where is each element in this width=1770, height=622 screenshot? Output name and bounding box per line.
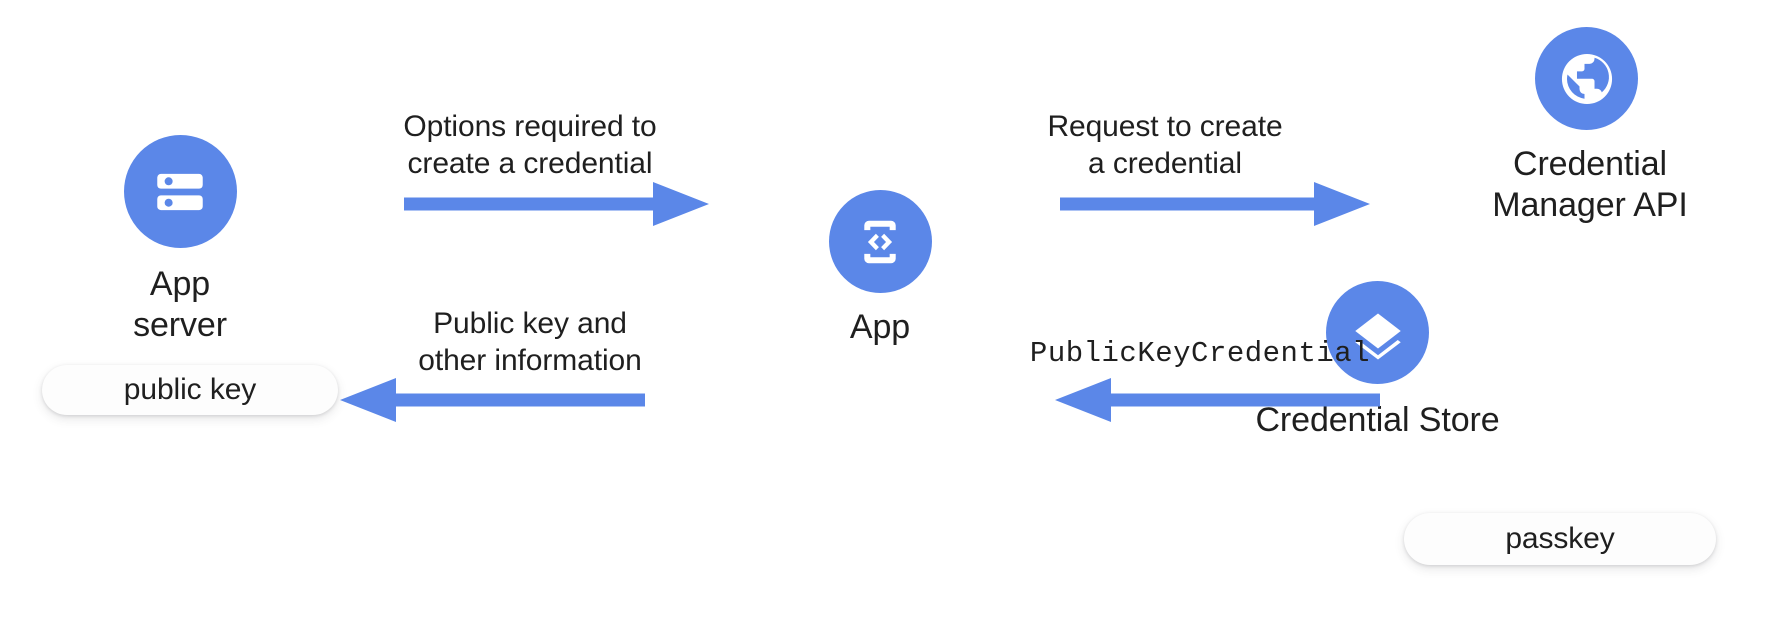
- arrow-caption-options-required: Options required to create a credential: [403, 110, 657, 180]
- layers-icon: [1326, 281, 1429, 384]
- badge-passkey-label: passkey: [1505, 522, 1615, 555]
- node-label-credential-store: Credential Store: [1255, 401, 1500, 439]
- arrow-caption-request-to-create: Request to create a credential: [1047, 110, 1283, 180]
- node-label-credential-manager-api: Credential Manager API: [1492, 145, 1688, 224]
- node-app-server: App server: [100, 135, 260, 346]
- server-icon: [123, 135, 237, 248]
- node-label-app: App: [849, 308, 911, 346]
- badge-public-key-label: public key: [123, 373, 257, 406]
- arrow-request-to-create: [1060, 182, 1370, 226]
- badge-passkey: passkey: [1404, 513, 1716, 565]
- badge-public-key: public key: [42, 365, 338, 415]
- arrow-public-key-credential: [1055, 378, 1380, 422]
- node-label-app-server: App server: [133, 265, 227, 344]
- app-code-device-icon: [828, 190, 932, 293]
- arrow-caption-public-key-credential: PublicKeyCredential: [1029, 337, 1371, 370]
- arrow-options-required: [404, 182, 709, 226]
- arrow-caption-public-key-and-other-information: Public key and other information: [418, 307, 642, 377]
- node-app: App: [815, 190, 945, 348]
- node-credential-manager-api: Credential Manager API: [1490, 27, 1770, 226]
- arrow-public-key-and-other-information: [340, 378, 645, 422]
- globe-icon: [1535, 27, 1638, 130]
- node-credential-store: Credential Store: [1245, 281, 1510, 441]
